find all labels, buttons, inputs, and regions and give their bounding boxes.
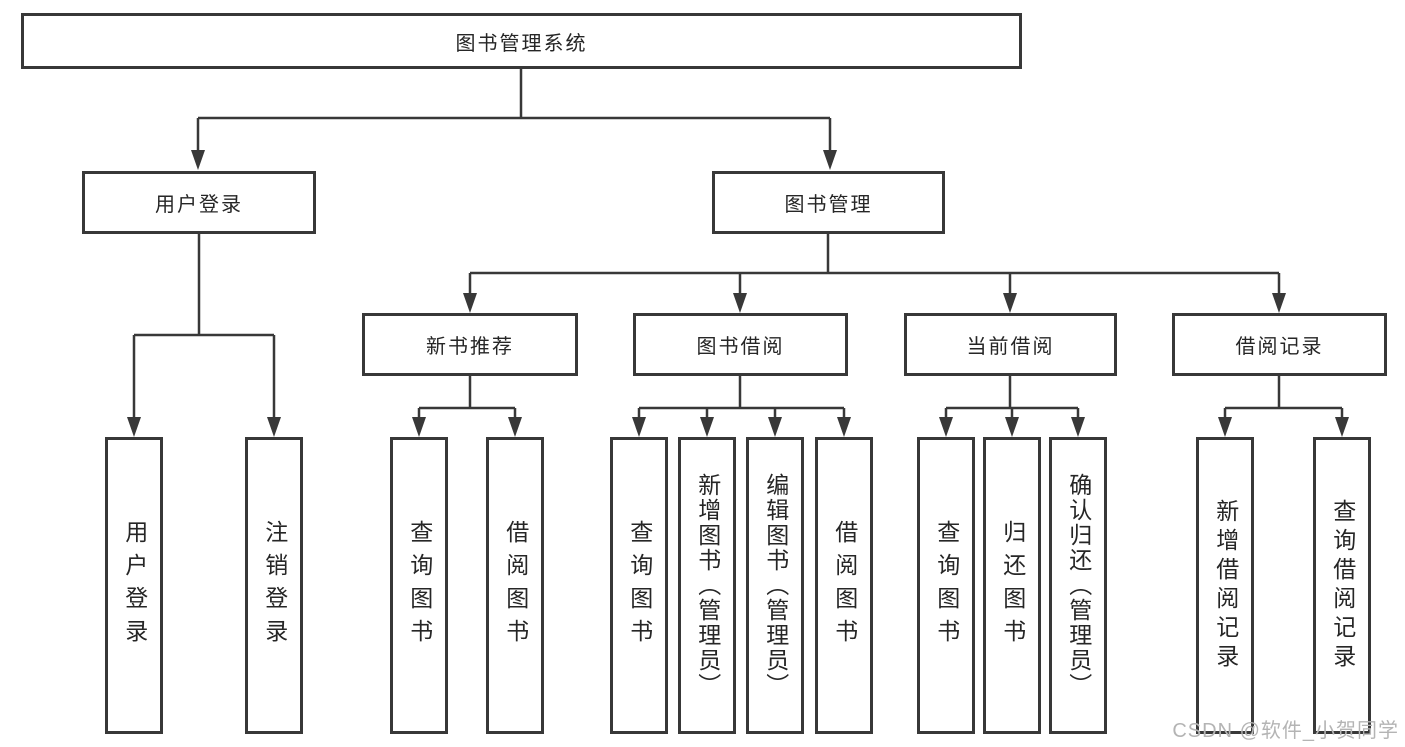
node-current-borrow-label: 当前借阅 xyxy=(966,336,1055,358)
leaf-user-login: 用户登录 xyxy=(105,437,163,734)
leaf-query-books-recommend: 查询图书 xyxy=(390,437,448,734)
leaf-add-borrow-record-label: 新增借阅记录 xyxy=(1212,498,1239,673)
leaf-confirm-return-admin-label: 确认归还（管理员） xyxy=(1065,473,1092,698)
node-book-borrow: 图书借阅 xyxy=(633,313,848,376)
csdn-watermark: CSDN @软件_小贺同学 xyxy=(1172,720,1399,742)
leaf-return-books-label: 归还图书 xyxy=(999,519,1026,652)
leaf-borrow-books-recommend-label: 借阅图书 xyxy=(502,519,529,652)
leaf-add-books-admin: 新增图书（管理员） xyxy=(678,437,736,734)
leaf-edit-books-admin: 编辑图书（管理员） xyxy=(746,437,804,734)
node-book-management: 图书管理 xyxy=(712,171,945,234)
node-borrow-records: 借阅记录 xyxy=(1172,313,1387,376)
leaf-logout-label: 注销登录 xyxy=(261,519,288,652)
leaf-add-borrow-record: 新增借阅记录 xyxy=(1196,437,1254,734)
leaf-borrow-books-recommend: 借阅图书 xyxy=(486,437,544,734)
leaf-query-books-borrow-label: 查询图书 xyxy=(626,519,653,652)
node-user-login: 用户登录 xyxy=(82,171,316,234)
node-current-borrow: 当前借阅 xyxy=(904,313,1117,376)
leaf-logout: 注销登录 xyxy=(245,437,303,734)
leaf-query-books-current-label: 查询图书 xyxy=(933,519,960,652)
leaf-query-books-current: 查询图书 xyxy=(917,437,975,734)
leaf-edit-books-admin-label: 编辑图书（管理员） xyxy=(762,473,789,698)
leaf-borrow-books-borrow: 借阅图书 xyxy=(815,437,873,734)
leaf-query-borrow-record-label: 查询借阅记录 xyxy=(1329,498,1356,673)
node-root-label: 图书管理系统 xyxy=(455,32,588,55)
node-book-management-label: 图书管理 xyxy=(784,194,873,216)
node-borrow-records-label: 借阅记录 xyxy=(1235,336,1324,358)
leaf-borrow-books-borrow-label: 借阅图书 xyxy=(831,519,858,652)
leaf-query-borrow-record: 查询借阅记录 xyxy=(1313,437,1371,734)
leaf-query-books-borrow: 查询图书 xyxy=(610,437,668,734)
node-new-book-recommend: 新书推荐 xyxy=(362,313,578,376)
leaf-confirm-return-admin: 确认归还（管理员） xyxy=(1049,437,1107,734)
leaf-return-books: 归还图书 xyxy=(983,437,1041,734)
node-new-book-recommend-label: 新书推荐 xyxy=(426,336,514,358)
leaf-query-books-recommend-label: 查询图书 xyxy=(406,519,433,652)
leaf-add-books-admin-label: 新增图书（管理员） xyxy=(694,473,721,698)
node-user-login-label: 用户登录 xyxy=(155,194,243,216)
node-root-system: 图书管理系统 xyxy=(21,13,1022,69)
node-book-borrow-label: 图书借阅 xyxy=(696,336,785,358)
leaf-user-login-label: 用户登录 xyxy=(121,519,148,652)
